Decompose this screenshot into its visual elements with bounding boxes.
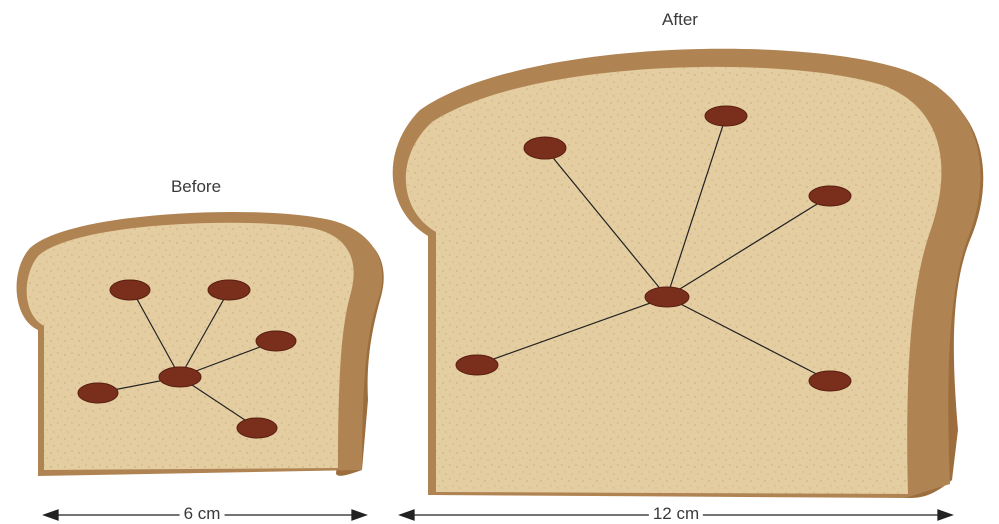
before-raisin-1 (110, 280, 150, 300)
before-raisin-5 (237, 418, 277, 438)
after-raisin-3 (809, 186, 851, 206)
after-raisin-2 (705, 106, 747, 126)
before-label: Before (171, 177, 221, 197)
after-raisin-center (645, 287, 689, 307)
after-raisin-5 (809, 371, 851, 391)
before-raisin-2 (208, 280, 250, 300)
after-width-label: 12 cm (649, 504, 703, 524)
after-label: After (662, 10, 698, 30)
after-bread-slice (393, 49, 984, 498)
before-raisin-3 (256, 331, 296, 351)
before-raisin-center (159, 367, 201, 387)
before-bread-slice (17, 212, 384, 476)
after-raisin-4 (456, 355, 498, 375)
after-raisin-1 (524, 137, 566, 159)
before-raisin-4 (78, 383, 118, 403)
before-width-label: 6 cm (180, 504, 225, 524)
